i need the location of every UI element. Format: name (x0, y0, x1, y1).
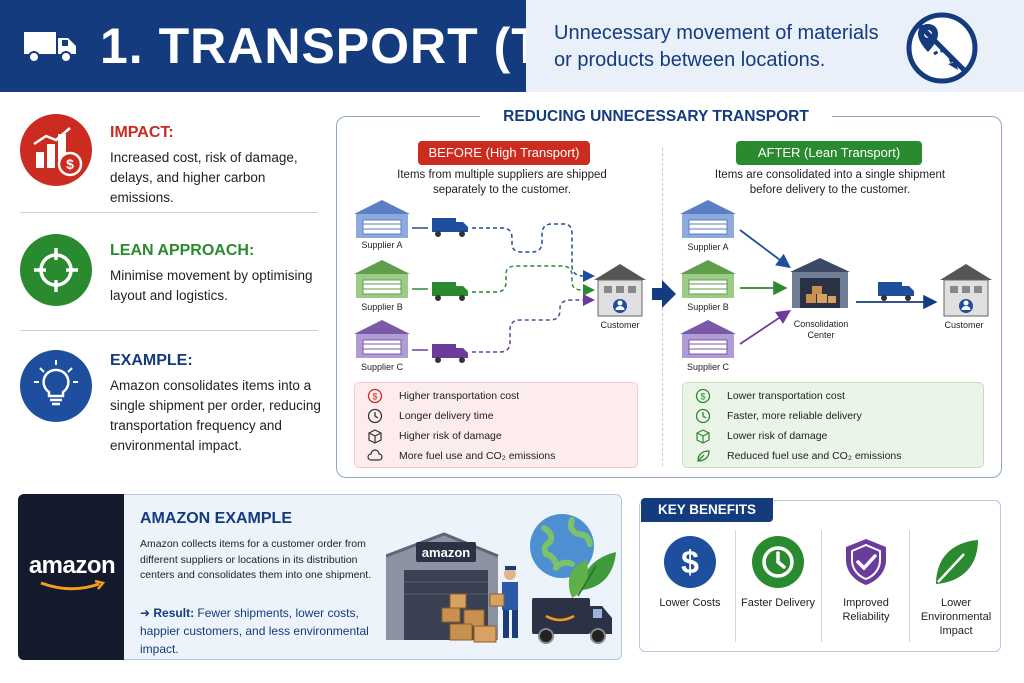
clock-icon (762, 546, 794, 578)
amazon-smile-icon (40, 580, 106, 591)
comparison-title: REDUCING UNNECESSARY TRANSPORT (480, 108, 832, 126)
before-supplier-b-label: Supplier B (361, 302, 403, 312)
amazon-warehouse-illustration: amazon (386, 514, 616, 644)
before-supplier-c (354, 320, 410, 358)
target-crosshair-icon (34, 248, 78, 292)
svg-text:$: $ (372, 392, 377, 402)
consolidation-center-building (790, 258, 850, 308)
warehouse-sign: amazon (422, 545, 470, 560)
example-text: Amazon consolidates items into a single … (110, 378, 321, 453)
bar-chart-dollar-icon: $ (33, 127, 83, 177)
page-title: 1. TRANSPORT (T) (100, 18, 561, 74)
after-label: AFTER (Lean Transport) (736, 141, 922, 165)
before-customer-building (594, 264, 646, 317)
after-supplier-a (680, 200, 736, 238)
after-description: Items are consolidated into a single shi… (714, 169, 946, 196)
benefit-improved-reliability-icon (840, 536, 892, 588)
benefit-improved-reliability-label: Improved Reliability (842, 597, 890, 623)
benefit-divider (909, 530, 910, 642)
page-subtitle: Unnecessary movement of materials or pro… (554, 22, 879, 71)
lightbulb-icon (34, 360, 78, 406)
left-divider (20, 212, 318, 213)
amazon-result: ➜ Result: Fewer shipments, lower costs, … (140, 606, 369, 656)
before-customer-label: Customer (600, 320, 640, 330)
left-divider (20, 330, 318, 331)
after-supplier-b (680, 260, 736, 298)
example-heading: EXAMPLE: (110, 352, 193, 369)
transition-arrow (652, 280, 676, 308)
before-truck-green (432, 282, 468, 301)
amazon-logo-background (18, 494, 124, 660)
shield-check-icon (846, 539, 886, 585)
benefit-lower-env-impact-icon (930, 536, 982, 588)
impact-icon-circle: $ (20, 114, 92, 186)
delivery-van-icon (532, 598, 590, 634)
benefit-faster-delivery-label: Faster Delivery (741, 597, 815, 609)
no-route-icon (906, 12, 978, 84)
damaged-box-icon (368, 429, 382, 444)
after-supplier-c-label: Supplier C (686, 362, 730, 372)
before-description: Items from multiple suppliers are shippe… (397, 169, 607, 196)
dollar-icon: $ (681, 544, 699, 580)
truck-icon (24, 32, 76, 63)
lean-icon-circle (20, 234, 92, 306)
amazon-logo: amazon (22, 552, 122, 592)
svg-text:$: $ (700, 392, 705, 402)
amazon-example-text: Amazon collects items for a customer ord… (140, 538, 372, 581)
key-benefits-title: KEY BENEFITS (641, 498, 773, 522)
before-truck-blue (432, 218, 468, 237)
after-supplier-a-label: Supplier A (687, 242, 729, 252)
after-truck (878, 282, 914, 301)
dollar-circle-icon: $ (367, 388, 383, 404)
svg-text:$: $ (681, 544, 699, 580)
lean-text: Minimise movement by optimising layout a… (110, 268, 313, 303)
after-customer-building (940, 264, 992, 317)
dollar-circle-icon: $ (695, 388, 711, 404)
co2-cloud-icon (367, 449, 383, 461)
benefit-lower-costs-icon: $ (664, 536, 716, 588)
benefit-divider (735, 530, 736, 642)
before-supplier-a (354, 200, 410, 238)
clock-icon (367, 408, 383, 424)
worker-figure (504, 568, 516, 580)
clock-icon (695, 408, 711, 424)
before-supplier-c-label: Supplier C (360, 362, 404, 372)
before-consequences-box: $ Higher transportation cost Longer deli… (354, 382, 638, 468)
before-supplier-b (354, 260, 410, 298)
consolidation-center-label: Consolidation Center (793, 319, 849, 340)
after-benefits-box: $ Lower transportation cost Faster, more… (682, 382, 984, 468)
after-customer-label: Customer (944, 320, 984, 330)
benefit-faster-delivery-icon (752, 536, 804, 588)
before-truck-purple (432, 344, 468, 363)
impact-text: Increased cost, risk of damage, delays, … (110, 150, 298, 205)
impact-heading: IMPACT: (110, 124, 174, 141)
after-supplier-c (680, 320, 736, 358)
leaf-icon (697, 450, 710, 462)
svg-text:$: $ (66, 156, 74, 172)
after-supplier-b-label: Supplier B (687, 302, 729, 312)
amazon-example-heading: AMAZON EXAMPLE (140, 510, 292, 527)
before-label: BEFORE (High Transport) (418, 141, 590, 165)
header-banner (0, 0, 526, 92)
before-supplier-a-label: Supplier A (361, 240, 403, 250)
transport-flow-diagram (354, 200, 992, 363)
benefit-divider (821, 530, 822, 642)
leaf-icon (936, 540, 978, 584)
benefit-lower-costs-label: Lower Costs (659, 597, 721, 609)
example-icon-circle (20, 350, 92, 422)
box-check-icon (696, 429, 710, 444)
lean-heading: LEAN APPROACH: (110, 242, 255, 259)
benefit-lower-env-impact-label: Lower Environmental Impact (920, 597, 992, 637)
